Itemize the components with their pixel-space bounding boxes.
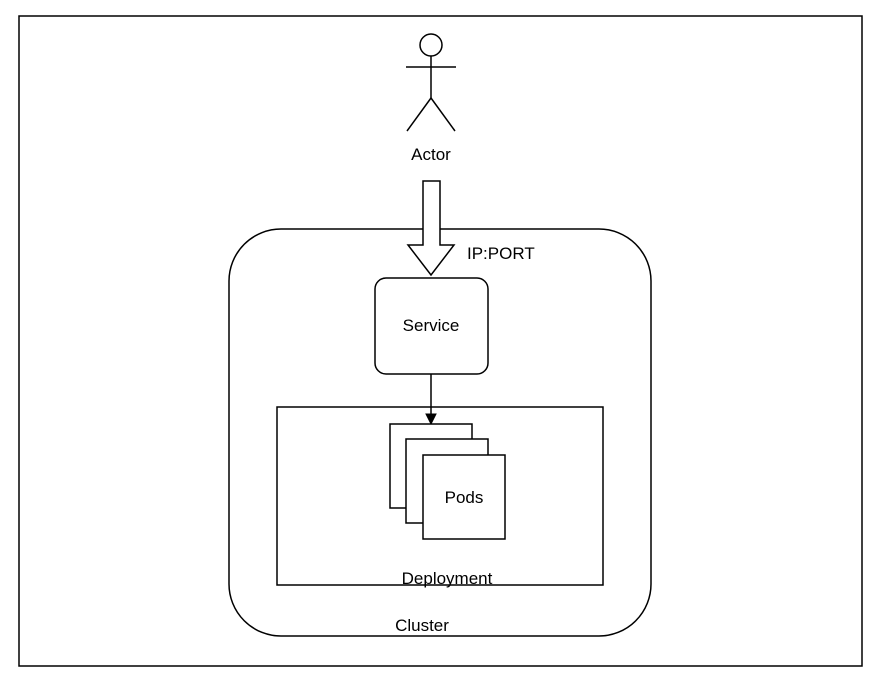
pods-label: Pods xyxy=(445,488,484,507)
connector-arrowhead xyxy=(425,413,437,426)
ingress-block-arrow xyxy=(406,180,456,277)
deployment-label: Deployment xyxy=(402,569,493,588)
actor-head xyxy=(419,33,443,57)
actor-left-leg xyxy=(406,97,432,132)
actor-right-leg xyxy=(430,97,456,132)
cluster-label: Cluster xyxy=(395,616,449,635)
actor-figure xyxy=(406,33,456,132)
diagram-frame xyxy=(18,15,863,667)
deployment-box xyxy=(276,406,604,586)
ip-port-label: IP:PORT xyxy=(467,244,535,263)
pod-card-front xyxy=(422,454,506,540)
service-label: Service xyxy=(403,316,460,335)
actor-label: Actor xyxy=(411,145,451,164)
